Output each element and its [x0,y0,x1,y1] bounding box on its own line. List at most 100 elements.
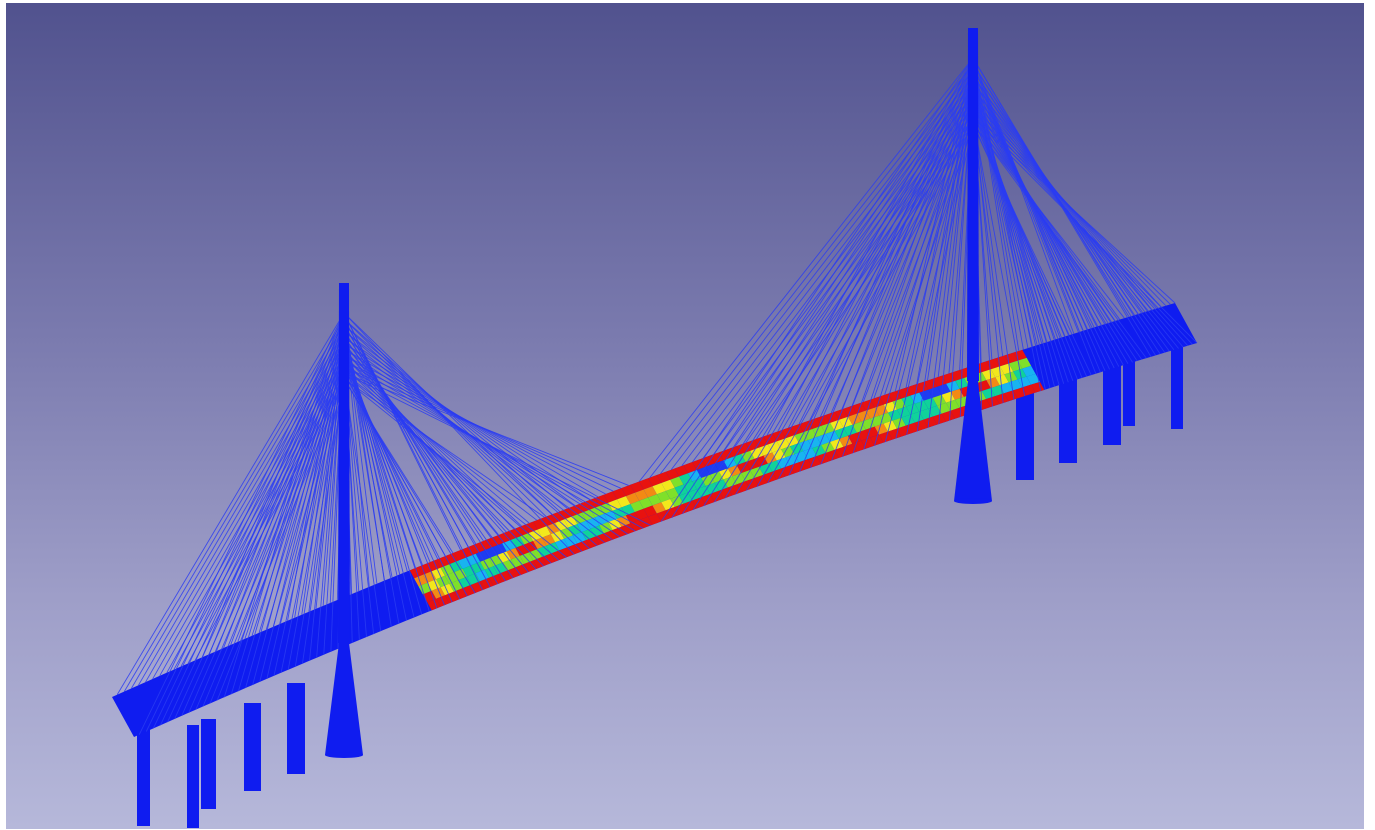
stay-cable [251,354,345,636]
stay-cable [671,63,974,518]
stay-cable [343,372,629,486]
stay-cable [649,63,974,478]
stay-cable [272,372,345,627]
stay-cable [777,123,974,480]
stress-cell [923,416,937,428]
stress-cell [586,498,600,510]
stress-cell [874,404,889,416]
stress-cell [648,474,662,487]
stay-cable [244,348,345,640]
stress-cell [798,459,813,471]
stay-cable [343,348,507,533]
stress-cell [843,424,857,436]
stress-cell [812,444,826,457]
stay-cable [972,123,1070,336]
stress-cell [879,431,893,443]
stress-cell [856,410,871,422]
stay-cable [145,336,345,683]
stress-cell [910,411,924,423]
stay-cable [820,87,974,417]
stress-cell [1013,387,1027,399]
stay-cable [702,93,974,459]
stress-cell [524,560,538,572]
stress-cell [830,419,844,431]
stress-cell [999,382,1014,394]
pier [244,703,261,791]
stay-cable [294,318,345,618]
stress-cell [995,374,1009,386]
stress-cell [515,525,529,537]
stress-cell [621,484,635,497]
stress-cell [736,442,751,455]
stay-cable [343,330,506,582]
stay-cable [972,123,1125,319]
stress-cell [524,521,538,534]
pier [1171,330,1183,429]
stress-cell [555,519,569,531]
stay-cable [724,105,974,451]
stress-cell [440,583,454,596]
stress-cell [1017,357,1032,369]
stay-cable [972,93,1069,383]
stress-cell [986,377,1000,389]
stress-cell [577,540,591,552]
stress-cell [409,566,423,579]
stress-cell [546,542,560,554]
stress-cell [665,487,680,499]
stay-cable [972,123,1147,359]
stress-cell [647,513,662,525]
stress-cell [630,500,644,513]
stress-cell [665,468,680,480]
stay-cable [972,117,1176,304]
stress-cell [679,492,693,504]
stress-cell [617,515,631,527]
stress-cell [652,482,666,495]
stay-cable [788,57,974,476]
stress-cell [937,383,951,395]
stress-cell [572,532,587,544]
stay-cable [343,378,567,558]
stress-cell [431,567,445,580]
stress-cell [537,526,551,538]
stay-cable [343,342,500,536]
stay-cable [972,111,1116,322]
stay-cable [894,57,974,392]
stress-cell [484,546,498,559]
stress-cell [431,587,445,599]
tower-base [954,381,992,501]
stress-cell [870,434,884,446]
stay-cable [301,324,345,615]
stay-cable [831,81,974,461]
stress-cell [453,588,467,600]
stress-cell [883,420,897,432]
stay-cable [638,57,974,482]
stress-cell [612,526,626,539]
stay-cable [343,336,605,544]
stay-cable [130,324,345,689]
stress-cell [643,486,657,498]
stay-cable [972,105,1133,363]
stress-cell [727,484,742,496]
stay-cable [343,354,628,535]
stay-cable [972,117,1143,360]
stay-cable [209,372,345,704]
stay-cable [343,342,522,576]
stress-cell [847,432,862,444]
stress-cell [803,448,817,460]
stress-cell [897,406,911,418]
stress-cell [914,381,929,393]
stress-cell [414,574,428,587]
stress-cell [1022,384,1036,396]
3d-model-viewport[interactable] [6,3,1364,829]
stay-cable [927,75,974,381]
stay-cable [308,330,345,612]
stay-cable [660,69,974,474]
stay-cable [343,372,468,597]
stay-cable [201,312,345,658]
stress-cell [741,470,755,482]
stress-cell [990,385,1005,397]
stay-cable [343,366,461,600]
stress-cell [705,463,719,475]
stay-cable [788,69,974,428]
stress-cell [701,474,715,486]
